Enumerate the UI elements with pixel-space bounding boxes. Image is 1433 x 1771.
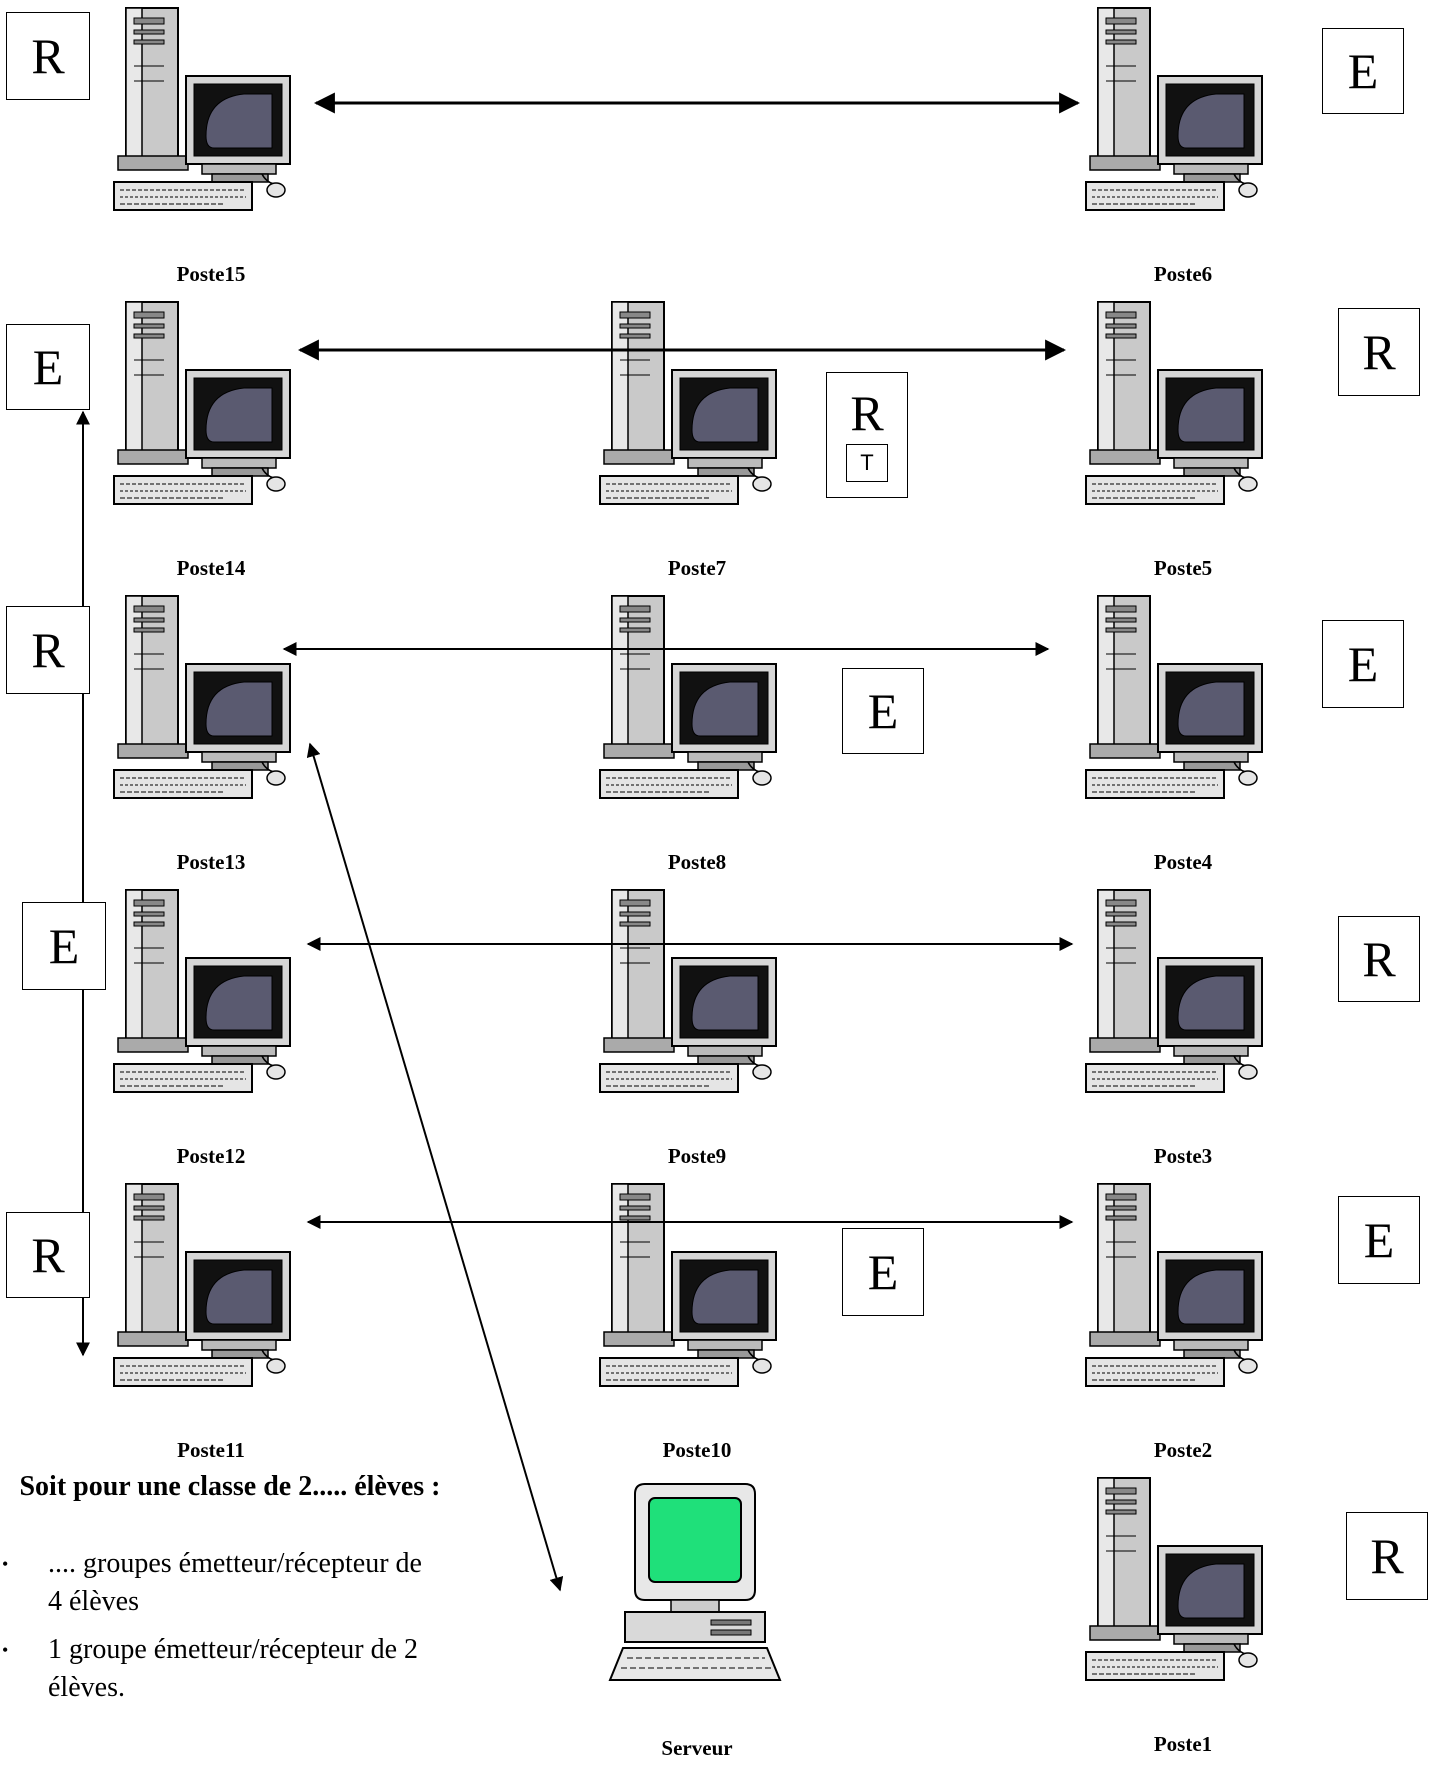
list-item-text: 1 groupe émetteur/récepteur de 2 élèves. bbox=[48, 1634, 419, 1703]
station-label-poste4: Poste4 bbox=[1153, 850, 1213, 874]
station-label-poste15: Poste15 bbox=[176, 262, 246, 286]
station-label-poste2: Poste2 bbox=[1153, 1438, 1213, 1462]
role-letter: R bbox=[1370, 1528, 1404, 1584]
station-label-poste11: Poste11 bbox=[177, 1438, 245, 1462]
note-heading: Soit pour une classe de 2..... élèves : bbox=[19, 1471, 441, 1502]
role-box-poste13: R bbox=[6, 606, 90, 694]
role-letter: E bbox=[48, 918, 80, 974]
computer-icon-poste1 bbox=[1085, 1477, 1263, 1681]
role-letter: R bbox=[31, 28, 65, 84]
link-poste13-serveur bbox=[306, 742, 564, 1592]
station-label-poste9: Poste9 bbox=[667, 1144, 727, 1168]
station-label-poste5: Poste5 bbox=[1153, 556, 1213, 580]
role-box-poste4: E bbox=[1322, 620, 1404, 708]
computer-icon-poste4 bbox=[1085, 595, 1263, 799]
role-box-poste2: E bbox=[1338, 1196, 1420, 1284]
computer-icon-poste12 bbox=[113, 889, 291, 1093]
computer-icon-poste6 bbox=[1085, 7, 1263, 211]
list-item-text: .... groupes émetteur/récepteur de 4 élè… bbox=[48, 1548, 422, 1617]
role-letter: E bbox=[32, 339, 64, 395]
role-box-poste15: R bbox=[6, 12, 90, 100]
role-letter: E bbox=[867, 1244, 899, 1300]
role-letter: R bbox=[1362, 931, 1396, 987]
role-box-poste12: E bbox=[22, 902, 106, 990]
station-label-poste6: Poste6 bbox=[1153, 262, 1213, 286]
role-letter: E bbox=[1347, 43, 1379, 99]
role-box-poste10: E bbox=[842, 1228, 924, 1316]
role-box-poste3: R bbox=[1338, 916, 1420, 1002]
station-label-poste13: Poste13 bbox=[176, 850, 246, 874]
role-box-poste8: E bbox=[842, 668, 924, 754]
station-label-poste10: Poste10 bbox=[662, 1438, 732, 1462]
server-icon bbox=[609, 1483, 781, 1681]
bullet-icon: • bbox=[2, 1640, 9, 1660]
computer-icon-poste14 bbox=[113, 301, 291, 505]
server-label: Serveur bbox=[661, 1736, 733, 1760]
station-label-poste12: Poste12 bbox=[176, 1144, 246, 1168]
computer-icon-poste11 bbox=[113, 1183, 291, 1387]
computer-icon-poste5 bbox=[1085, 301, 1263, 505]
computer-icon-poste9 bbox=[599, 889, 777, 1093]
role-letter: E bbox=[867, 683, 899, 739]
station-label-poste1: Poste1 bbox=[1153, 1732, 1213, 1756]
computer-icon-poste7 bbox=[599, 301, 777, 505]
computer-icon-poste8 bbox=[599, 595, 777, 799]
role-box-poste14: E bbox=[6, 324, 90, 410]
role-letter: R bbox=[1362, 324, 1396, 380]
computer-icon-poste3 bbox=[1085, 889, 1263, 1093]
role-sub-letter: T bbox=[846, 444, 888, 482]
computer-icon-poste15 bbox=[113, 7, 291, 211]
note-list: • .... groupes émetteur/récepteur de 4 él… bbox=[0, 1545, 430, 1717]
role-letter: E bbox=[1363, 1212, 1395, 1268]
list-item: • 1 groupe émetteur/récepteur de 2 élèves… bbox=[0, 1631, 430, 1707]
role-box-poste1: R bbox=[1346, 1512, 1428, 1600]
computer-icon-poste10 bbox=[599, 1183, 777, 1387]
station-label-poste7: Poste7 bbox=[667, 556, 727, 580]
role-box-poste5: R bbox=[1338, 308, 1420, 396]
role-letter: R bbox=[850, 385, 884, 441]
role-box-poste11: R bbox=[6, 1212, 90, 1298]
station-label-poste14: Poste14 bbox=[176, 556, 246, 580]
role-box-poste6: E bbox=[1322, 28, 1404, 114]
role-letter: R bbox=[31, 622, 65, 678]
bullet-icon: • bbox=[2, 1554, 9, 1574]
station-label-poste8: Poste8 bbox=[667, 850, 727, 874]
computer-icon-poste2 bbox=[1085, 1183, 1263, 1387]
role-letter: E bbox=[1347, 636, 1379, 692]
computer-icon-poste13 bbox=[113, 595, 291, 799]
list-item: • .... groupes émetteur/récepteur de 4 él… bbox=[0, 1545, 430, 1621]
station-label-poste3: Poste3 bbox=[1153, 1144, 1213, 1168]
role-letter: R bbox=[31, 1227, 65, 1283]
